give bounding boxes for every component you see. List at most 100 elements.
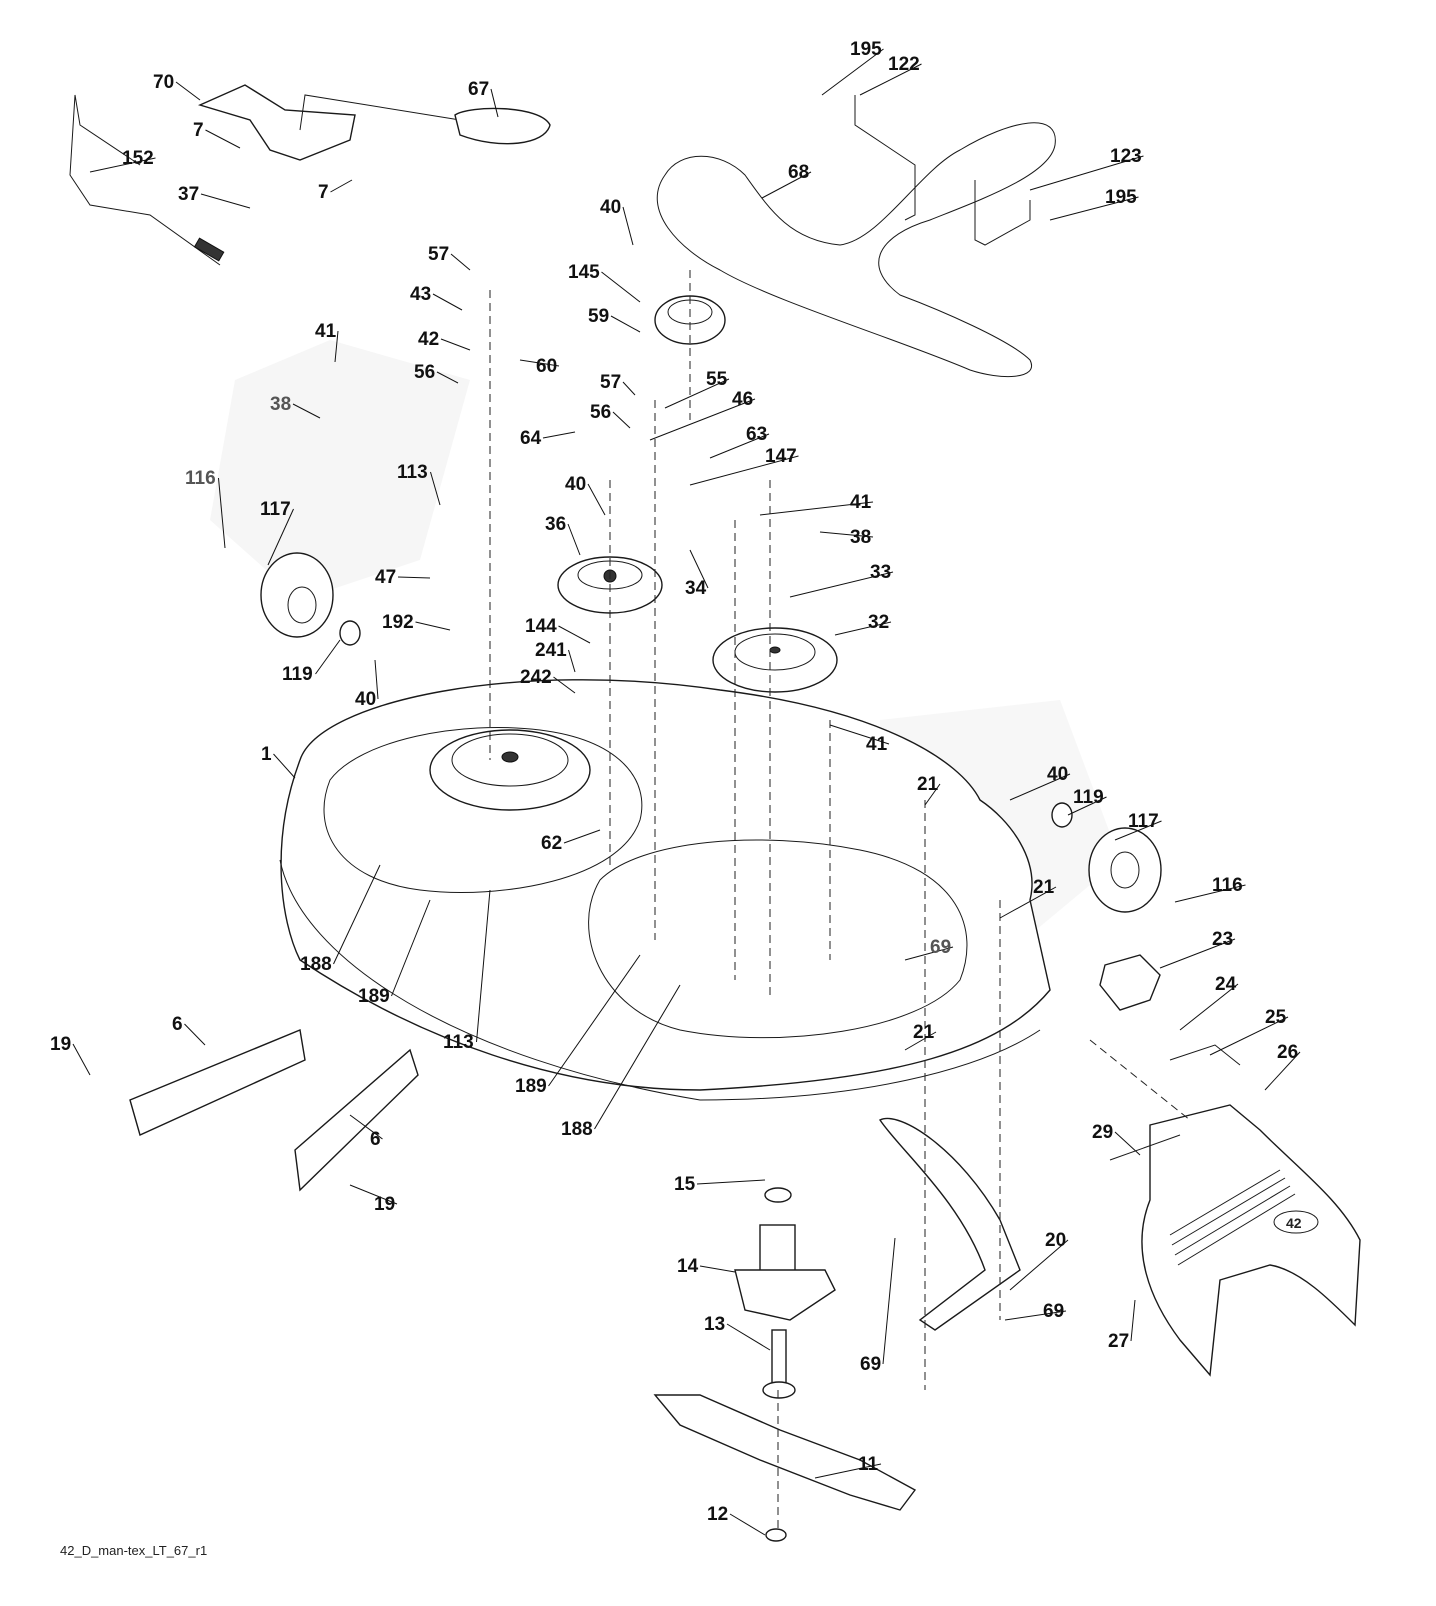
callout-bolt[interactable]: 195 (1049, 187, 1139, 221)
callout-belt-guide-rod[interactable]: 38 (819, 527, 874, 548)
callout-spindle-housing[interactable]: 14 (677, 1256, 736, 1277)
callout-nut[interactable]: 21 (904, 1022, 937, 1051)
callout-bolt[interactable]: 41 (829, 724, 890, 755)
pivot-rod[interactable] (1109, 1134, 1181, 1161)
callout-deck-hanger[interactable]: 6 (349, 1114, 383, 1150)
callout-bolt[interactable]: 46 (649, 389, 756, 441)
discharge-chute[interactable] (1141, 1104, 1361, 1377)
spindle-shaft[interactable] (771, 1329, 787, 1386)
callout-nut[interactable]: 40 (565, 474, 606, 516)
callout-screw[interactable]: 7 (193, 120, 241, 149)
washer-119-right[interactable] (1051, 802, 1073, 828)
deck-hanger-left[interactable] (129, 1029, 306, 1136)
callout-screw[interactable]: 57 (428, 244, 471, 271)
callout-bolt[interactable]: 69 (860, 1237, 896, 1375)
callout-washer[interactable]: 119 (1067, 787, 1107, 816)
callout-grease-fitting[interactable]: 188 (300, 864, 381, 975)
callout-nut[interactable]: 189 (358, 899, 431, 1007)
callout-grease-fitting[interactable]: 188 (561, 984, 681, 1140)
callout-drive-belt[interactable]: 68 (761, 162, 812, 199)
gauge-wheel-right[interactable] (1088, 827, 1162, 913)
callout-engagement-cable[interactable]: 152 (89, 148, 156, 173)
callout-spring-pin[interactable]: 24 (1179, 974, 1239, 1031)
deck-pulley-left[interactable] (429, 729, 591, 811)
callout-mower-deck[interactable]: 1 (261, 744, 296, 779)
callout-belt-keeper[interactable]: 144 (525, 616, 591, 644)
callout-belt-guide[interactable]: 63 (709, 424, 770, 459)
callout-nut[interactable]: 40 (355, 659, 379, 710)
callout-bolt[interactable]: 19 (50, 1034, 91, 1076)
callout-idler-arm[interactable]: 55 (664, 369, 730, 409)
callout-nut[interactable]: 189 (515, 954, 641, 1097)
blade-bolt[interactable] (765, 1528, 787, 1542)
deflector-bracket[interactable] (878, 1117, 1021, 1331)
callout-washer[interactable]: 119 (282, 639, 341, 685)
callout-nut[interactable]: 242 (520, 667, 576, 694)
blade[interactable] (653, 1394, 917, 1511)
callout-belt-keeper[interactable]: 59 (588, 306, 641, 333)
spindle-pulley[interactable] (712, 627, 838, 693)
callout-bolt[interactable]: 41 (759, 492, 874, 516)
callout-engagement-bracket[interactable]: 70 (153, 72, 201, 101)
callout-washer[interactable]: 37 (178, 184, 251, 209)
callout-spindle-shaft[interactable]: 13 (704, 1314, 771, 1351)
callout-gauge-wheel[interactable]: 117 (260, 499, 294, 566)
callout-chute-bracket[interactable]: 23 (1159, 929, 1236, 969)
bearing[interactable] (764, 1187, 792, 1203)
gauge-wheel-left[interactable] (260, 552, 334, 638)
callout-spindle-pulley[interactable]: 32 (834, 612, 892, 636)
washer-119-left[interactable] (339, 620, 361, 646)
callout-bolt[interactable]: 19 (349, 1184, 398, 1215)
callout-bracket[interactable]: 47 (375, 567, 431, 588)
callout-shoulder-bolt[interactable]: 116 (1174, 875, 1246, 903)
callout-chute-spring[interactable]: 25 (1209, 1007, 1289, 1056)
belt-guide-right[interactable] (974, 180, 1031, 246)
callout-screw[interactable]: 113 (397, 462, 441, 506)
callout-bolt[interactable]: 195 (821, 39, 884, 96)
callout-deck-hanger[interactable]: 6 (172, 1014, 206, 1046)
callout-bracket-block[interactable]: 192 (382, 612, 451, 633)
callout-screw[interactable]: 7 (318, 179, 353, 203)
callout-idler-pulley-flat[interactable]: 145 (568, 262, 641, 303)
callout-blade[interactable]: 11 (814, 1454, 882, 1479)
handle-grip[interactable] (454, 107, 551, 145)
callout-discharge-chute[interactable]: 27 (1108, 1299, 1136, 1352)
callout-nut[interactable]: 21 (917, 774, 941, 806)
callout-screw[interactable]: 241 (535, 640, 576, 673)
engagement-bracket[interactable] (197, 84, 356, 161)
callout-spring-cup[interactable]: 43 (410, 284, 463, 311)
callout-gauge-wheel[interactable]: 117 (1114, 811, 1162, 841)
callout-bolt[interactable]: 34 (685, 549, 709, 599)
callout-handle-grip[interactable]: 67 (468, 79, 499, 118)
callout-bearing[interactable]: 15 (674, 1174, 766, 1195)
callout-nut[interactable]: 40 (600, 197, 634, 246)
callout-screw[interactable]: 113 (443, 889, 491, 1053)
callout-idler-pulley-v[interactable]: 36 (545, 514, 581, 556)
callout-torsion-spring[interactable]: 42 (418, 329, 471, 351)
callout-idler-arm-bracket[interactable]: 60 (519, 356, 560, 377)
callout-screw[interactable]: 57 (600, 372, 636, 396)
callout-extension-spring[interactable]: 147 (689, 446, 799, 486)
callout-link-rod[interactable]: 64 (520, 428, 576, 449)
callout-belt-guide-left[interactable]: 122 (859, 54, 922, 96)
callout-deflector-bracket[interactable]: 20 (1009, 1230, 1069, 1291)
callout-shoulder-bolt[interactable]: 116 (185, 468, 226, 549)
drive-belt[interactable] (656, 122, 1056, 378)
callout-spring[interactable]: 62 (541, 829, 601, 854)
callout-belt-guide-right[interactable]: 123 (1029, 146, 1144, 191)
callout-bolt[interactable]: 69 (904, 937, 954, 961)
chute-bracket[interactable] (1099, 954, 1161, 1011)
callout-bolt[interactable]: 41 (315, 321, 339, 363)
callout-belt-guide-rod[interactable]: 38 (270, 394, 321, 419)
chute-spring[interactable] (1169, 1044, 1241, 1066)
callout-bolt[interactable]: 69 (1004, 1301, 1067, 1322)
callout-nut[interactable]: 40 (1009, 764, 1071, 801)
callout-pivot-rod[interactable]: 29 (1092, 1122, 1141, 1156)
callout-nut[interactable]: 33 (789, 562, 894, 598)
callout-nut[interactable]: 21 (999, 877, 1057, 919)
callout-washer[interactable]: 56 (414, 362, 459, 384)
belt-guide-left[interactable] (854, 95, 916, 221)
callout-washer[interactable]: 56 (590, 402, 631, 429)
engagement-cable[interactable] (69, 94, 221, 266)
callout-blade-bolt[interactable]: 12 (707, 1504, 766, 1536)
